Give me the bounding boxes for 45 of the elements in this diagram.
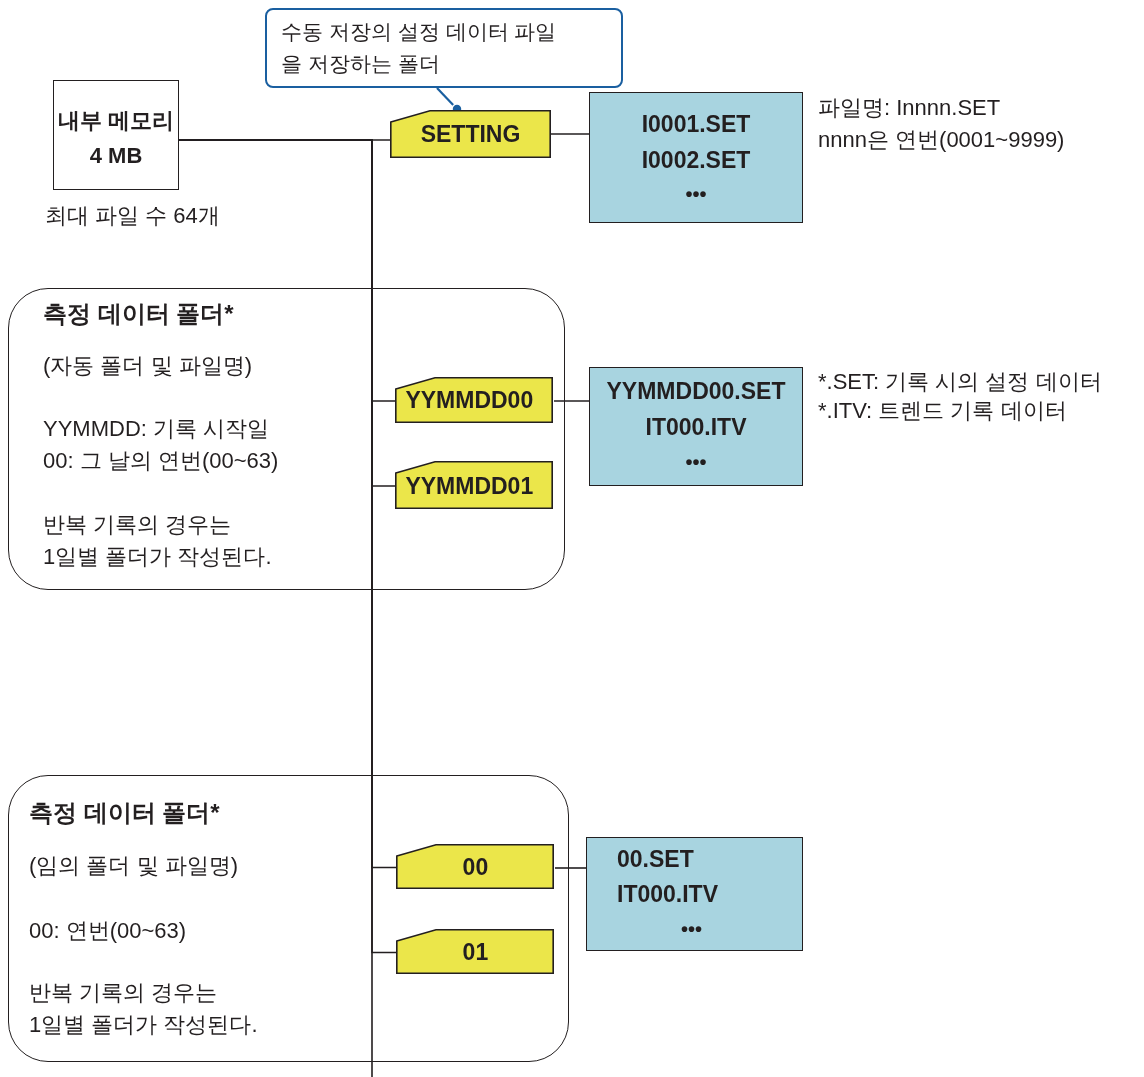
file-name: 00.SET — [617, 845, 694, 874]
folder-group-box — [8, 288, 565, 590]
folder-name: 01 — [461, 938, 490, 968]
note-text: *.ITV: 트렌드 기록 데이터 — [818, 397, 1067, 425]
file-name: I0002.SET — [640, 146, 752, 175]
connector-line — [553, 400, 590, 402]
ellipsis-text: ••• — [681, 917, 702, 942]
file-list-box — [586, 837, 803, 951]
file-name: I0001.SET — [640, 110, 752, 139]
folder-name: 00 — [461, 853, 490, 883]
ellipsis-text: ••• — [684, 182, 708, 207]
memory-label: 내부 메모리 — [56, 107, 176, 135]
folder-name: YYMMDD01 — [405, 472, 534, 502]
file-name: YYMMDD00.SET — [605, 377, 787, 406]
note-text: (자동 폴더 및 파일명) — [43, 352, 252, 380]
folder-group-box — [8, 775, 569, 1062]
callout-text: 수동 저장의 설정 데이터 파일을 저장하는 폴더 — [281, 19, 558, 77]
connector-line — [554, 867, 587, 869]
ellipsis-text: ••• — [684, 450, 708, 475]
note-text: 00: 연번(00~63) — [29, 917, 187, 945]
folder-name: SETTING — [419, 120, 522, 149]
file-name: IT000.ITV — [644, 413, 748, 442]
note-text: 파일명: Innnn.SET — [818, 94, 1001, 122]
note-text: *.SET: 기록 시의 설정 데이터 — [818, 368, 1102, 396]
note-text: 반복 기록의 경우는 1일별 폴더가 작성된다. — [43, 511, 273, 571]
folder-tab — [395, 461, 554, 510]
file-name: IT000.ITV — [617, 880, 718, 909]
file-list-box — [589, 367, 803, 486]
note-text: (임의 폴더 및 파일명) — [29, 852, 238, 880]
note-text: 반복 기록의 경우는 1일별 폴더가 작성된다. — [29, 979, 259, 1039]
file-list-box — [589, 92, 803, 223]
folder-tab — [396, 929, 555, 975]
memory-label: 4 MB — [88, 142, 144, 170]
group-heading: 측정 데이터 폴더* — [43, 299, 234, 329]
note-text: 최대 파일 수 64개 — [45, 202, 220, 230]
note-text: YYMMDD: 기록 시작일 00: 그 날의 연번(00~63) — [43, 415, 280, 475]
connector-line — [550, 133, 590, 135]
callout-box — [265, 8, 623, 88]
folder-name: YYMMDD00 — [405, 386, 534, 416]
note-text: nnnn은 연번(0001~9999) — [818, 126, 1065, 154]
folder-tab — [390, 110, 551, 158]
folder-tab — [395, 377, 554, 424]
group-heading: 측정 데이터 폴더* — [29, 798, 220, 828]
memory-box — [53, 80, 179, 190]
folder-tab — [396, 844, 555, 890]
